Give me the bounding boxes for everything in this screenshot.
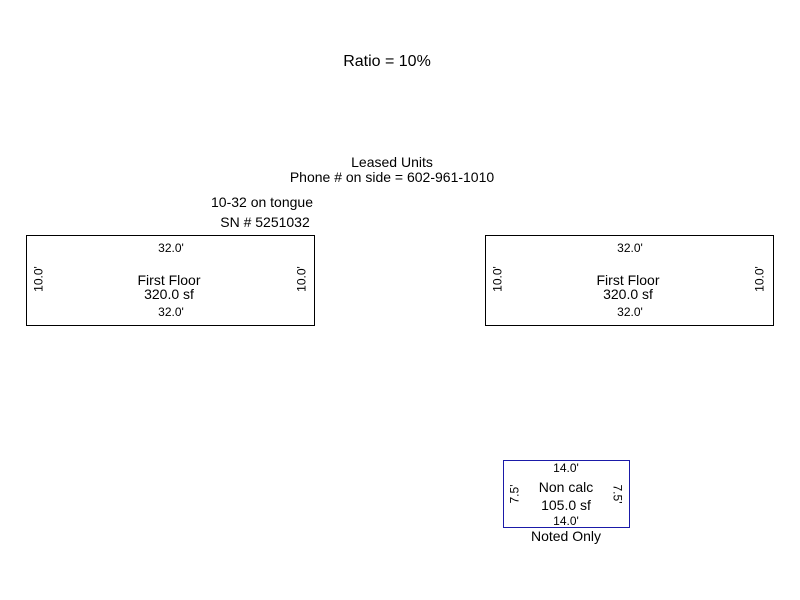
tongue-note: 10-32 on tongue	[211, 194, 313, 210]
noted-only-caption: Noted Only	[530, 528, 602, 544]
area-size: 320.0 sf	[603, 286, 653, 302]
left-dimension: 10.0'	[31, 266, 46, 292]
top-dimension: 14.0'	[553, 461, 579, 475]
phone-note: Phone # on side = 602-961-1010	[289, 169, 495, 185]
left-dimension: 10.0'	[490, 266, 505, 292]
right-dimension: 7.5'	[610, 484, 625, 504]
right-dimension: 10.0'	[752, 266, 767, 292]
area-label: First Floor	[596, 272, 660, 288]
top-dimension: 32.0'	[158, 241, 184, 255]
area-size: 105.0 sf	[541, 497, 591, 513]
bottom-dimension: 14.0'	[553, 514, 579, 528]
left-dimension: 7.5'	[507, 484, 522, 504]
top-dimension: 32.0'	[617, 241, 643, 255]
diagram-title: Leased Units	[351, 154, 433, 170]
non-calc-area: 14.0' Non calc 105.0 sf 14.0' 7.5' 7.5'	[503, 460, 630, 528]
bottom-dimension: 32.0'	[158, 305, 184, 319]
bottom-dimension: 32.0'	[617, 305, 643, 319]
area-label: First Floor	[137, 272, 201, 288]
ratio-label: Ratio = 10%	[343, 53, 431, 70]
area-label: Non calc	[538, 479, 594, 495]
serial-number: SN # 5251032	[220, 214, 310, 230]
right-dimension: 10.0'	[294, 266, 309, 292]
floor-area-left: 32.0' First Floor 320.0 sf 32.0' 10.0' 1…	[26, 235, 315, 326]
area-size: 320.0 sf	[144, 286, 194, 302]
floor-area-right: 32.0' First Floor 320.0 sf 32.0' 10.0' 1…	[485, 235, 774, 326]
